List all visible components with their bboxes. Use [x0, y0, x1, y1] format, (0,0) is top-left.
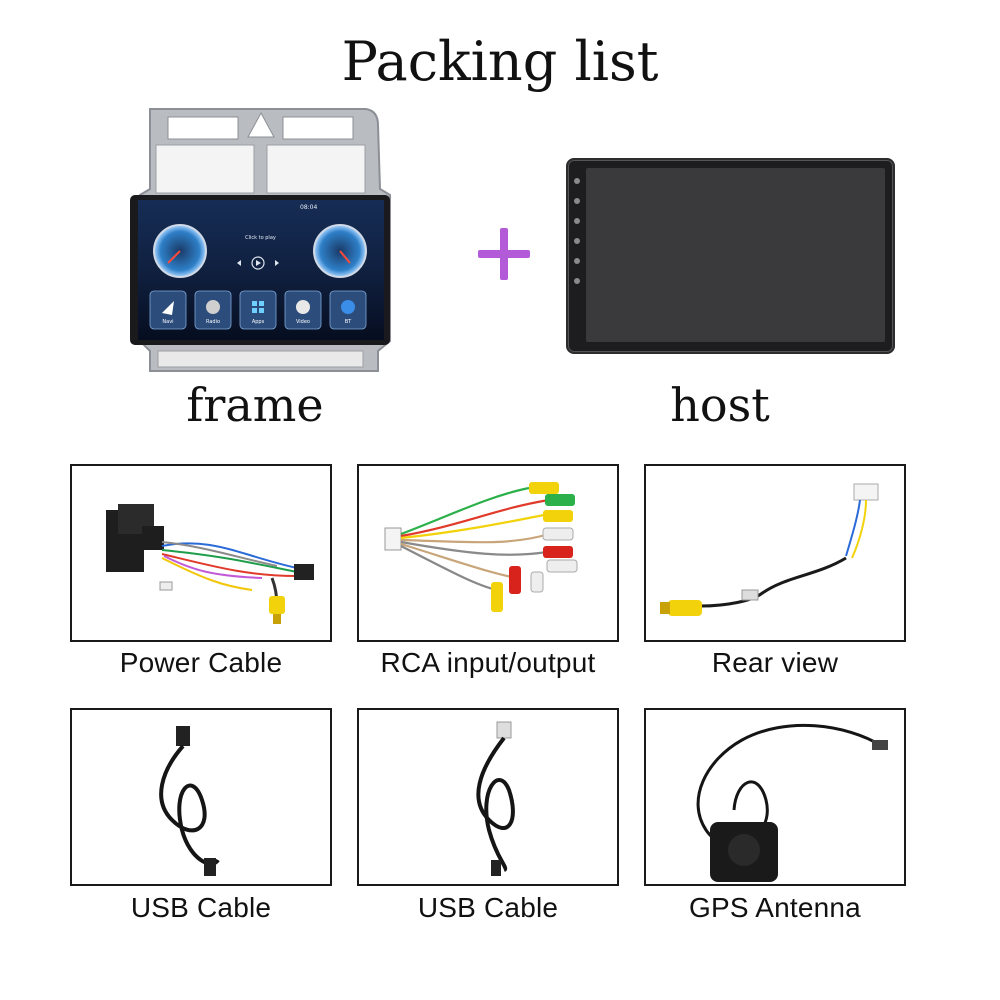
frame-product-image: 08:04 Click to play Navi Radio Apps Vide…	[128, 103, 393, 378]
item-label-power-cable: Power Cable	[119, 647, 283, 678]
item-label-rear-view: Rear view	[711, 647, 839, 678]
back-button-icon	[574, 218, 580, 224]
host-screen	[586, 168, 885, 342]
power-cable-image	[70, 464, 332, 642]
app-label-apps: Apps	[251, 319, 265, 325]
home-button-icon	[574, 198, 580, 204]
frame-label: frame	[186, 378, 324, 432]
usb-cable-2-image	[357, 708, 619, 886]
rca-cable-image	[357, 464, 619, 642]
mic-icon	[574, 278, 580, 284]
page-title: Packing list	[341, 30, 659, 93]
host-product-image	[566, 158, 895, 354]
host-label: host	[670, 378, 770, 432]
app-label-radio: Radio	[205, 319, 221, 325]
gps-antenna-image	[644, 708, 906, 886]
status-time: 08:04	[300, 204, 318, 211]
item-label-gps-antenna: GPS Antenna	[689, 892, 861, 923]
usb-cable-1-image	[70, 708, 332, 886]
power-button-icon	[574, 178, 580, 184]
app-label-bt: BT	[344, 319, 352, 325]
item-label-usb-cable-1: USB Cable	[130, 892, 272, 923]
media-text: Click to play	[245, 235, 276, 241]
volume-up-icon	[574, 238, 580, 244]
volume-down-icon	[574, 258, 580, 264]
rear-view-cable-image	[644, 464, 906, 642]
app-label-video: Video	[295, 319, 310, 325]
plus-icon	[478, 228, 530, 280]
item-label-rca: RCA input/output	[380, 647, 596, 678]
item-label-usb-cable-2: USB Cable	[417, 892, 559, 923]
app-label-navi: Navi	[162, 319, 174, 325]
